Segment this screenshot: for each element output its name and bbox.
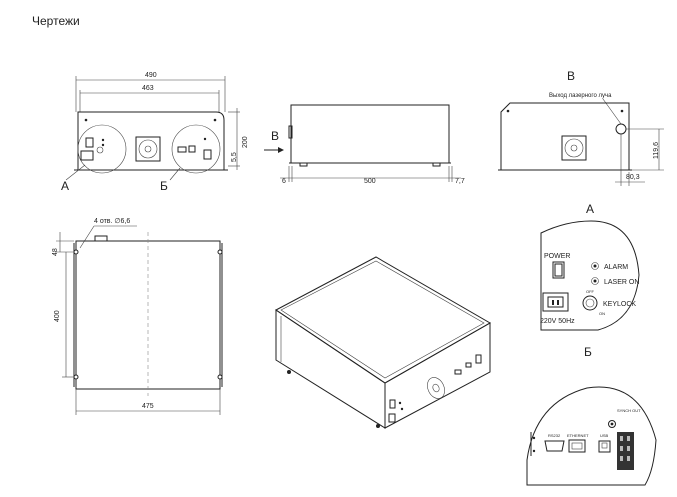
dim-490: 490 xyxy=(145,72,157,79)
rear-view: В Выход лазерного луча 119,6 80,3 xyxy=(498,69,664,186)
side-view: В 6 500 7,7 xyxy=(264,104,465,185)
dim-5-5: 5,5 xyxy=(231,152,238,162)
detail-a: А POWER ALARM LASER ON OFF KEYLOCK ON 22… xyxy=(540,202,640,331)
detail-a-callout: А xyxy=(61,179,69,193)
voltage-label: 220V 50Hz xyxy=(540,318,575,325)
dim-48: 48 xyxy=(52,248,59,256)
detail-a-title: А xyxy=(586,202,594,216)
dim-200: 200 xyxy=(242,136,249,148)
power-label: POWER xyxy=(544,253,570,260)
detail-b-callout: Б xyxy=(160,179,168,193)
alarm-label: ALARM xyxy=(604,264,628,271)
front-view: 490 463 А Б 200 xyxy=(61,72,249,193)
on-label: ON xyxy=(599,311,605,316)
detail-b-title: Б xyxy=(584,345,592,359)
dim-475: 475 xyxy=(142,403,154,410)
dim-119-6: 119,6 xyxy=(653,142,660,159)
beam-output-label: Выход лазерного луча xyxy=(549,93,612,99)
isometric-view xyxy=(275,256,492,429)
dim-80-3: 80,3 xyxy=(626,174,640,181)
dim-463: 463 xyxy=(142,85,154,92)
usb-label: USB xyxy=(600,433,609,438)
dim-400: 400 xyxy=(54,310,61,322)
dim-6: 6 xyxy=(282,178,286,185)
rs232-label: RS232 xyxy=(548,433,561,438)
top-view: 4 отв. ∅6,6 48 400 475 xyxy=(52,218,223,415)
page-title: Чертежи xyxy=(32,14,80,28)
off-label: OFF xyxy=(586,289,595,294)
keylock-label: KEYLOCK xyxy=(603,301,636,308)
laser-on-label: LASER ON xyxy=(604,279,639,286)
dim-7-7: 7,7 xyxy=(455,178,465,185)
holes-note: 4 отв. ∅6,6 xyxy=(94,218,130,225)
rear-view-label: В xyxy=(567,69,575,83)
ethernet-label: ETHERNET xyxy=(567,433,589,438)
synch-label: SYNCH OUT xyxy=(617,408,641,413)
detail-b: Б RS232 ETHERNET USB SYNCH OUT xyxy=(526,345,657,486)
dim-500: 500 xyxy=(364,178,376,185)
side-arrow-label: В xyxy=(271,129,279,143)
